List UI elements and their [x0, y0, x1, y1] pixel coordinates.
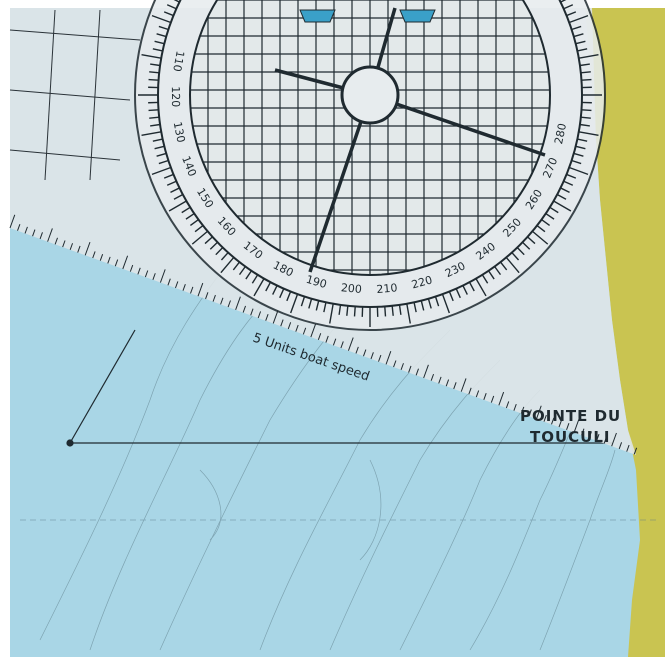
protractor-label: 210 — [376, 281, 398, 296]
protractor-tick — [355, 306, 356, 316]
protractor-tick — [149, 110, 159, 111]
protractor-tick — [581, 80, 591, 81]
place-name-line2: TOUCULI — [530, 428, 611, 446]
protractor-tick — [149, 80, 159, 81]
protractor-tick — [581, 110, 591, 111]
protractor-label: 200 — [340, 281, 362, 296]
protractor-hub — [342, 67, 398, 123]
place-name-line1: POINTE DU — [520, 407, 621, 425]
index-marker-right — [400, 10, 435, 22]
index-marker-left — [300, 10, 335, 22]
protractor-tick — [385, 306, 386, 316]
protractor-label: 120 — [169, 86, 182, 107]
fix-point — [67, 440, 73, 446]
